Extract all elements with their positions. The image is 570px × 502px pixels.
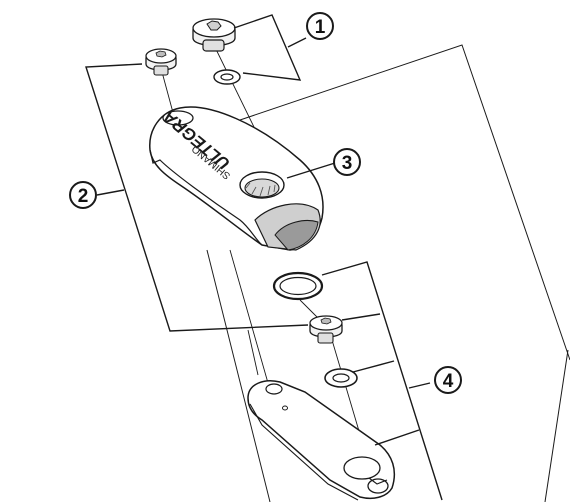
callout-4-label: 4 (443, 371, 454, 392)
callout-4-bracket (321, 261, 443, 501)
callout-3-label: 3 (342, 153, 353, 174)
lever-cover: ULTEGRA SHIMANO (149, 106, 324, 251)
small-washer-top (213, 69, 241, 85)
callout-3-leader (286, 162, 336, 179)
callout-lines (85, 14, 443, 501)
callout-4: 4 (434, 366, 462, 394)
callout-2-label: 2 (78, 186, 89, 207)
callout-3: 3 (333, 148, 361, 176)
callout-1: 1 (306, 12, 334, 40)
callout-2-bracket (85, 63, 309, 332)
callout-2: 2 (69, 181, 97, 209)
bracket-outline (206, 44, 570, 502)
callout-1-bracket (233, 14, 302, 81)
o-ring (272, 271, 324, 301)
washer-lower (324, 368, 358, 388)
cap-bolt-upper (145, 48, 177, 76)
callout-1-label: 1 (315, 17, 326, 38)
top-screw (192, 18, 236, 52)
cap-bolt-lower (309, 315, 343, 344)
mounting-plate (247, 380, 396, 501)
